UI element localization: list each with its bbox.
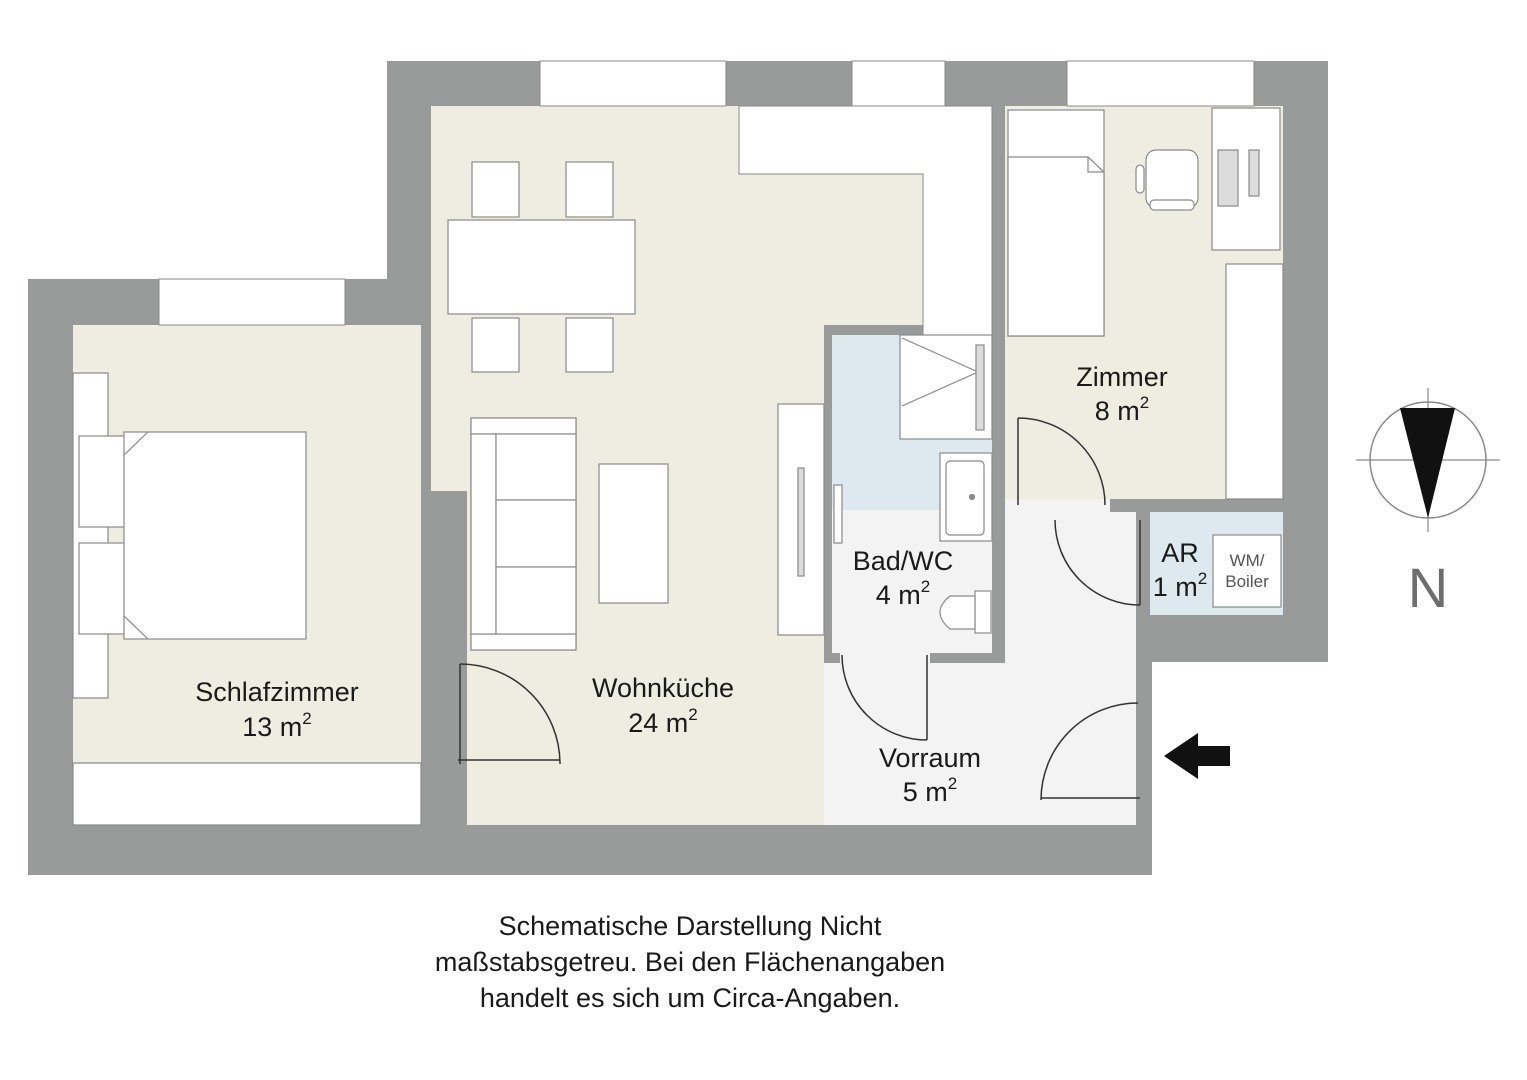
wardrobe-zimmer <box>1225 263 1284 500</box>
window <box>851 60 946 107</box>
area-wohnkueche: 24 m2 <box>628 705 698 738</box>
disclaimer: Schematische Darstellung Nicht maßstabsg… <box>300 908 1080 1016</box>
disclaimer-line: Schematische Darstellung Nicht <box>498 911 882 941</box>
label-schlafzimmer: Schlafzimmer <box>195 677 359 707</box>
disclaimer-line: handelt es sich um Circa-Angaben. <box>479 983 901 1013</box>
shower <box>899 334 993 440</box>
area-zimmer: 8 m2 <box>1095 393 1149 426</box>
toilet <box>939 590 992 634</box>
label-wohnkueche: Wohnküche <box>592 673 734 703</box>
label-vorraum: Vorraum <box>879 743 981 773</box>
area-schlafzimmer: 13 m2 <box>242 709 312 742</box>
compass-letter: N <box>1408 556 1448 619</box>
door-zimmer <box>1017 417 1106 506</box>
room-labels: Schlafzimmer 13 m2 Wohnküche 24 m2 Bad/W… <box>195 362 1269 807</box>
desk-chair <box>1135 149 1199 211</box>
door-schlafzimmer <box>459 663 561 765</box>
label-appliance-line1: WM/ <box>1230 551 1265 570</box>
dining-set <box>447 161 636 373</box>
bed <box>72 372 307 699</box>
door-bad <box>841 654 928 741</box>
interior-walls <box>421 106 1283 825</box>
disclaimer-line: maßstabsgetreu. Bei den Flächenangaben <box>434 947 946 977</box>
window <box>158 278 346 326</box>
compass-icon: N <box>1356 388 1500 619</box>
tv-unit <box>777 403 825 636</box>
label-bad-wc: Bad/WC <box>853 546 954 576</box>
area-ar: 1 m2 <box>1153 569 1207 602</box>
door-ar <box>1054 519 1141 606</box>
coffee-table <box>598 463 669 604</box>
area-bad-wc: 4 m2 <box>876 577 930 610</box>
area-vorraum: 5 m2 <box>903 774 957 807</box>
door-entrance <box>1040 702 1139 801</box>
desk <box>1211 107 1281 251</box>
single-bed <box>1007 109 1105 337</box>
doors <box>458 417 1141 801</box>
floor-vorraum <box>824 510 1136 825</box>
sofa <box>470 417 577 651</box>
label-zimmer: Zimmer <box>1076 362 1167 392</box>
label-ar: AR <box>1161 538 1199 568</box>
windows <box>158 60 1255 326</box>
label-appliance-line2: Boiler <box>1225 572 1269 591</box>
towel-rail <box>833 484 843 544</box>
window <box>1066 60 1255 107</box>
washbasin <box>939 452 993 542</box>
window <box>539 60 727 107</box>
wardrobe <box>72 762 422 826</box>
entrance-arrow-icon <box>1164 733 1230 779</box>
appliance-box <box>1212 534 1282 608</box>
